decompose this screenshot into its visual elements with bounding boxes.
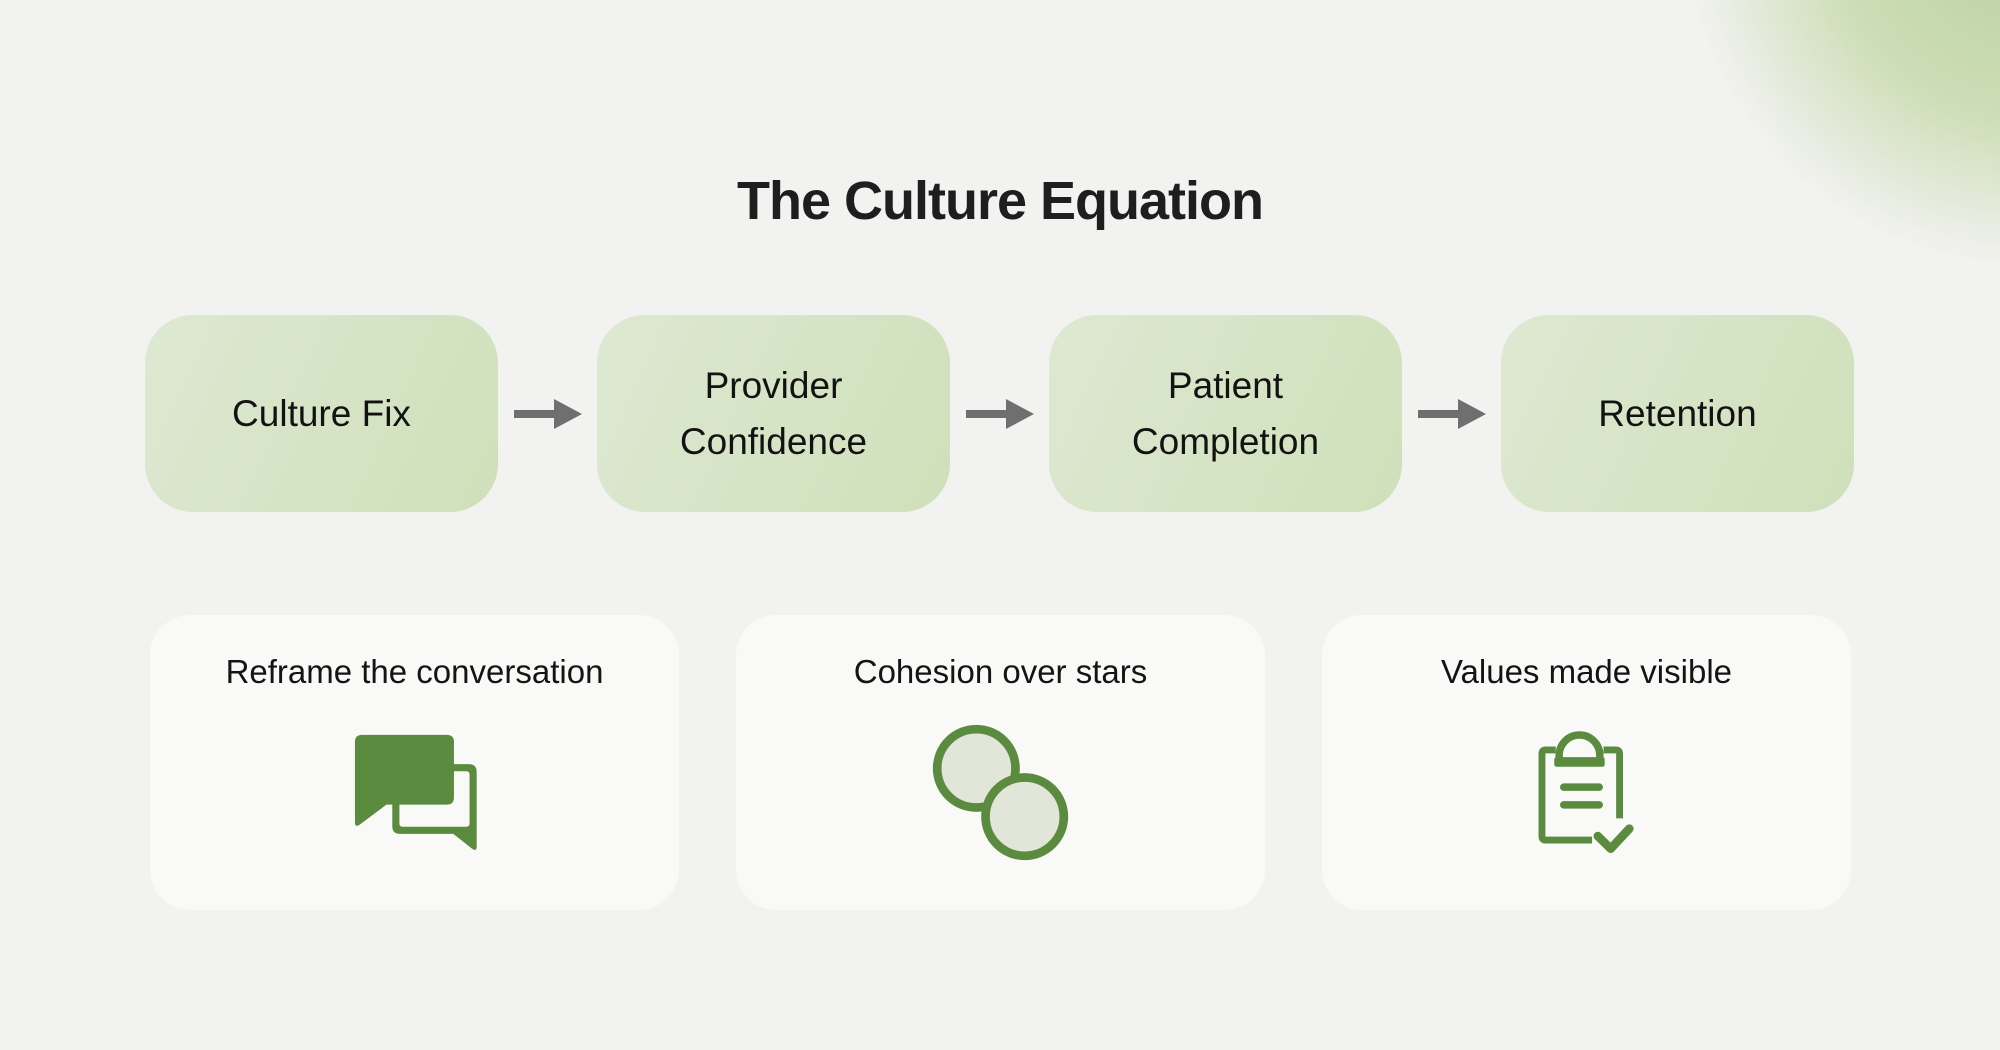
card-title: Values made visible [1440,653,1733,690]
flow-step-label: Provider Confidence [679,365,868,462]
flow-connector [498,315,597,512]
flow-step-patient-completion: Patient Completion [1049,315,1402,512]
arrow-right-icon [513,398,582,429]
card-cohesion-over-stars: Cohesion over stars [736,615,1265,910]
flow-step-label: Patient Completion [1131,365,1320,462]
card-reframe-the-conversation: Reframe the conversation [150,615,679,910]
arrow-right-icon [1417,398,1486,429]
card-title: Cohesion over stars [853,653,1148,690]
principle-cards: Reframe the conversation Cohesion over s… [150,615,1851,910]
flow-step-retention: Retention [1501,315,1854,512]
arrow-right-icon [965,398,1034,429]
chat-bubbles-icon [354,734,477,850]
flow-step-label: Retention [1598,392,1757,434]
page-title: The Culture Equation [737,171,1264,231]
flow-connector [950,315,1049,512]
flow-step-label: Culture Fix [232,392,411,434]
flow-diagram: Culture Fix Provider Confidence Patient … [145,315,1854,512]
flow-step-provider-confidence: Provider Confidence [597,315,950,512]
card-title: Reframe the conversation [225,653,604,690]
card-values-made-visible: Values made visible [1322,615,1851,910]
overlapping-circles-icon [932,724,1069,860]
flow-connector [1402,315,1501,512]
flow-step-culture-fix: Culture Fix [145,315,498,512]
clipboard-check-icon [1538,731,1634,853]
